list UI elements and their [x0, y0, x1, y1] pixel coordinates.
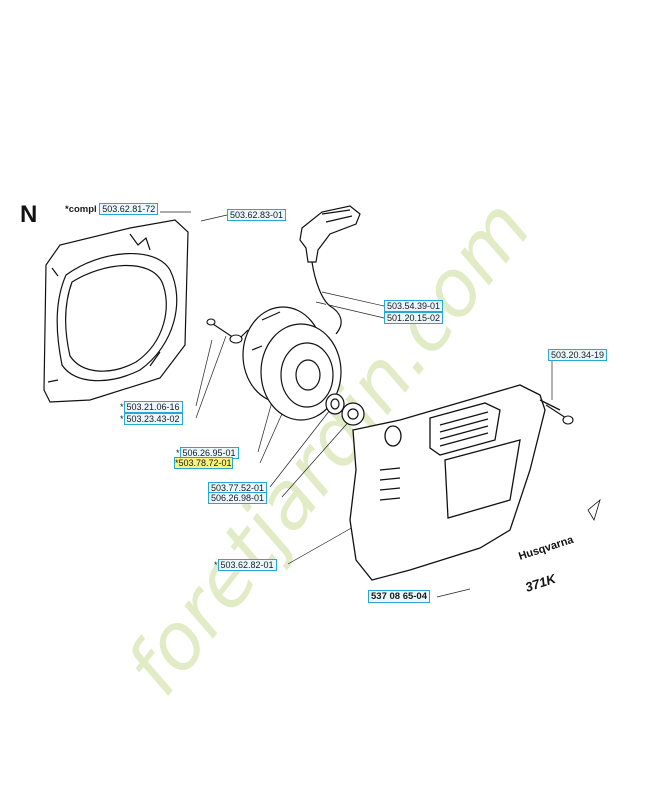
part-number-link[interactable]: 506.26.98-01	[208, 492, 268, 504]
part-number-link[interactable]: 503.54.39-01	[384, 300, 444, 312]
part-prefix: *	[175, 458, 179, 468]
part-label: *503.62.82-01	[214, 559, 277, 571]
compl-prefix: *compl	[65, 204, 97, 215]
part-label: *503.23.43-02	[120, 413, 183, 425]
part-number: 503.78.72-01	[178, 458, 232, 468]
part-prefix: *	[120, 414, 124, 424]
part-label: 503.62.83-01	[227, 209, 287, 221]
part-label: 503.20.34-19	[548, 349, 608, 361]
part-number-link[interactable]: 501.20.15-02	[384, 312, 444, 324]
part-label: 537 08 65-04	[368, 590, 430, 603]
compl-label: *compl 503.62.81-72	[65, 203, 159, 215]
part-label: *506.26.95-01	[176, 447, 239, 459]
part-prefix: *	[120, 402, 124, 412]
decal: Husqvarna 371K	[517, 498, 601, 595]
brand-text: Husqvarna	[517, 534, 576, 563]
starter-cover	[349, 384, 561, 581]
starter-handle	[299, 205, 361, 335]
bolt	[206, 318, 243, 344]
part-label: 503.54.39-01	[384, 300, 444, 312]
part-number-link-highlighted[interactable]: *503.78.72-01	[174, 457, 233, 469]
part-number-link[interactable]: 503.23.43-02	[123, 413, 183, 425]
screw	[545, 404, 574, 425]
part-label: 501.20.15-02	[384, 312, 444, 324]
part-label: *503.21.06-16	[120, 401, 183, 413]
part-number-link[interactable]: 503.77.52-01	[208, 482, 268, 494]
starter-pulley	[239, 306, 342, 421]
part-number-link[interactable]: 503.62.81-72	[99, 203, 159, 215]
part-prefix: *	[214, 560, 218, 570]
part-label-highlighted: *503.78.72-01	[174, 457, 233, 469]
part-number-link[interactable]: 503.20.34-19	[548, 349, 608, 361]
model-text: 371K	[523, 570, 559, 594]
section-letter: N	[20, 201, 38, 228]
part-prefix: *	[176, 448, 180, 458]
part-number-link[interactable]: 503.62.82-01	[217, 559, 277, 571]
part-number-link[interactable]: 503.21.06-16	[123, 401, 183, 413]
fan-housing	[43, 219, 189, 403]
part-number-link[interactable]: 537 08 65-04	[368, 590, 430, 603]
spring-washers	[325, 393, 365, 426]
part-label: 506.26.98-01	[208, 492, 268, 504]
part-number-link[interactable]: 506.26.95-01	[179, 447, 239, 459]
part-label: 503.77.52-01	[208, 482, 268, 494]
part-number-link[interactable]: 503.62.83-01	[227, 209, 287, 221]
